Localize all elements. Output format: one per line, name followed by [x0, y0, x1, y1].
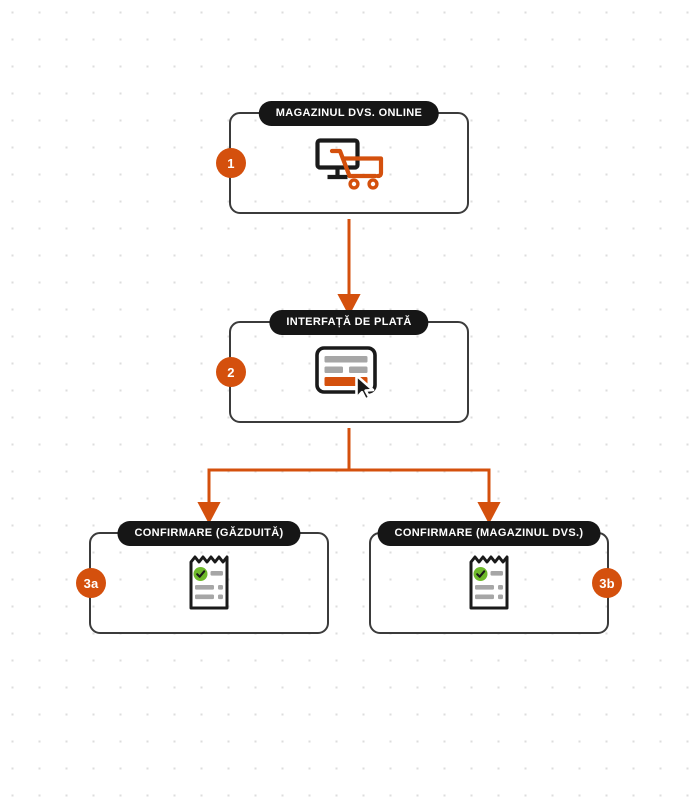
node-confirmation-own-store[interactable]: CONFIRMARE (MAGAZINUL DVS.) 3b	[369, 521, 622, 634]
step-badge-2: 2	[216, 357, 246, 387]
step-badge-3b: 3b	[592, 568, 622, 598]
monitor-shopping-cart-icon	[311, 135, 387, 191]
node-title-3a: CONFIRMARE (GĂZDUITĂ)	[117, 521, 301, 546]
node-payment-interface[interactable]: INTERFAȚĂ DE PLATĂ 2	[216, 310, 469, 423]
receipt-check-icon	[183, 553, 235, 613]
receipt-check-icon	[463, 553, 515, 613]
step-badge-1: 1	[216, 148, 246, 178]
node-title-3b: CONFIRMARE (MAGAZINUL DVS.)	[377, 521, 601, 546]
node-confirmation-hosted[interactable]: CONFIRMARE (GĂZDUITĂ) 3a	[76, 521, 329, 634]
node-title-1: MAGAZINUL DVS. ONLINE	[258, 101, 440, 126]
step-badge-3a: 3a	[76, 568, 106, 598]
node-title-2: INTERFAȚĂ DE PLATĂ	[269, 310, 429, 335]
payment-form-cursor-icon	[312, 342, 386, 402]
node-online-store[interactable]: MAGAZINUL DVS. ONLINE 1	[216, 101, 469, 214]
